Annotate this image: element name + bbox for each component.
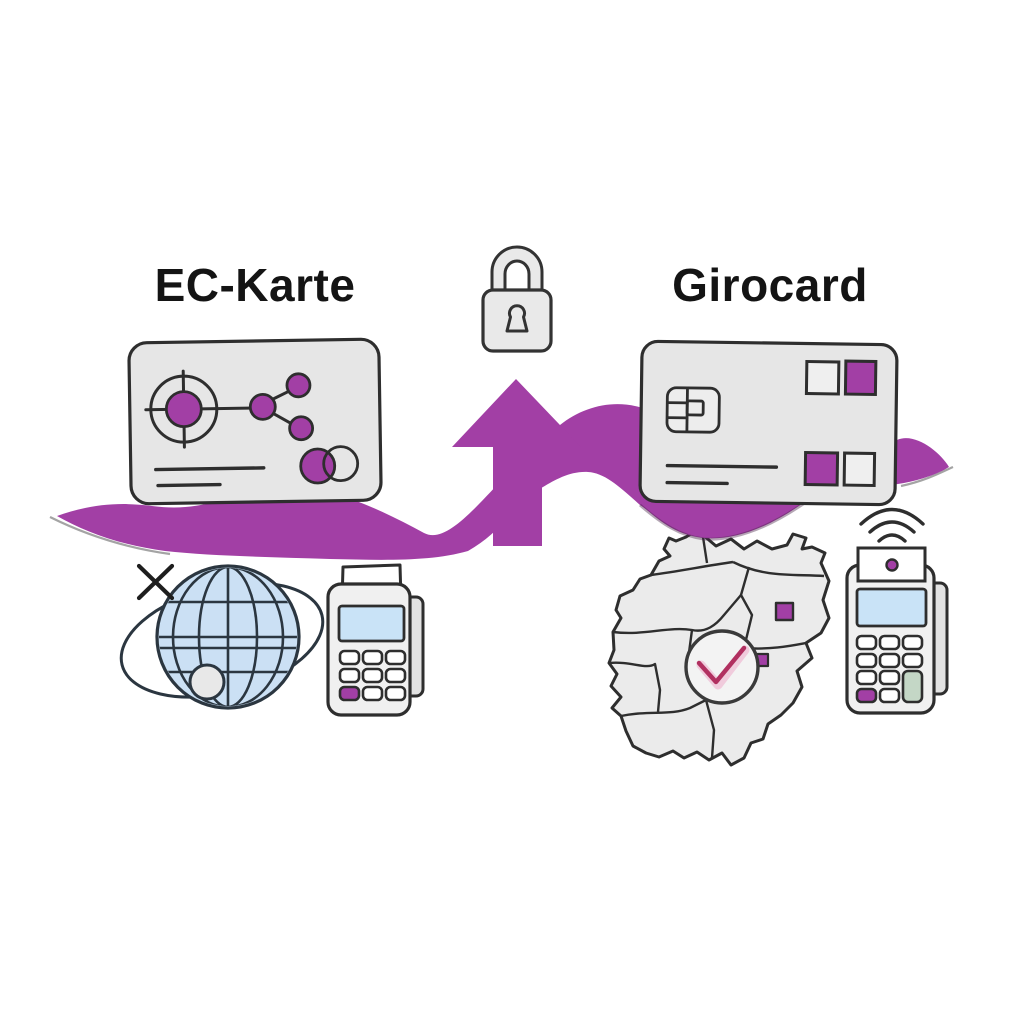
tap-card-dot (885, 558, 899, 572)
wifi-waves-icon (859, 507, 925, 543)
tap-card (856, 546, 927, 583)
emv-chip-icon (665, 386, 721, 434)
contactless-terminal-icon (845, 507, 949, 715)
payment-terminal-icon (326, 563, 425, 717)
girocard-title: Girocard (672, 259, 868, 311)
overlapping-circles-logo-icon (299, 445, 360, 485)
terminal-keypad (855, 634, 924, 704)
x-mark-icon (136, 563, 175, 601)
padlock-icon (481, 245, 553, 353)
girocard-text-lines (665, 463, 779, 486)
network-nodes-icon (144, 369, 315, 449)
keyhole (505, 304, 529, 333)
girocard-illustration (638, 339, 899, 507)
transition-arrow-ribbon (49, 379, 954, 560)
ribbon-tail-shadow-right (900, 465, 954, 488)
padlock-shackle (490, 245, 544, 294)
ec-card-illustration (127, 337, 383, 506)
globe-grid (159, 568, 297, 706)
terminal-keypad (338, 649, 407, 702)
checkmark-icon (696, 645, 747, 685)
ec-karte-title: EC-Karte (154, 259, 356, 311)
enter-key (901, 669, 924, 704)
globe-moon-dot (188, 663, 226, 701)
girocard-squares (803, 359, 878, 488)
ribbon-tail-shadow-left (49, 516, 171, 556)
terminal-screen (855, 587, 928, 628)
ribbon-underside-shade (639, 500, 807, 541)
ec-card-text-lines (154, 466, 266, 488)
check-circle (684, 629, 760, 705)
germany-map-icon (607, 530, 831, 767)
globe-icon (119, 563, 325, 710)
up-arrow (452, 379, 581, 546)
terminal-screen (337, 604, 406, 643)
map-highlight-square-large (774, 601, 795, 622)
